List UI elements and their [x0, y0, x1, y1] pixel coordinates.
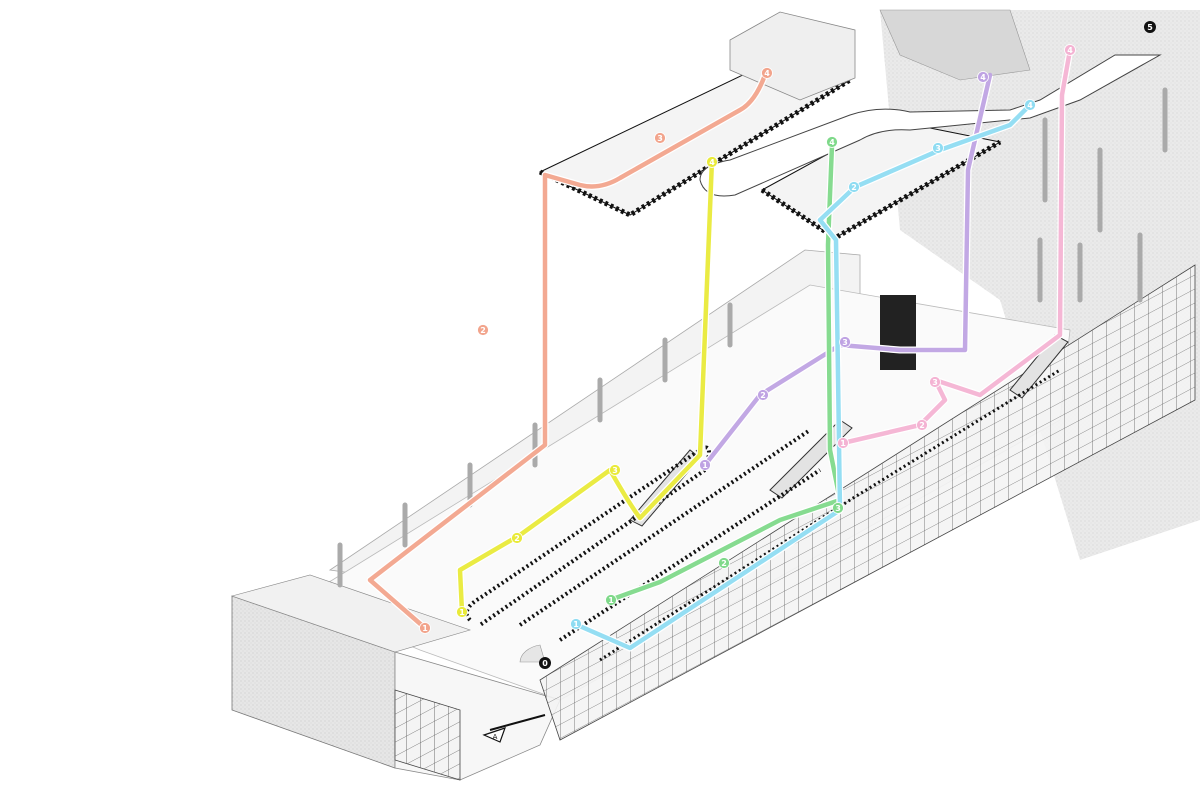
- route-yellow-marker-label: 3: [612, 466, 618, 475]
- route-yellow-marker-dot: [706, 156, 718, 168]
- queue-barrier-d: [599, 368, 1061, 662]
- route-green-marker-label: 4: [829, 138, 835, 147]
- route-salmon-marker-dot: [477, 324, 489, 336]
- route-salmon-marker-1: 1: [419, 622, 431, 634]
- route-green-marker-1: 1: [605, 594, 617, 606]
- queue-barrier-b: [518, 428, 812, 627]
- route-markers: 1 2 3 4 1 2 3 4 1 2 3 4 1 2 3 4 1 2 3 4 1 2 3 4: [419, 44, 1076, 634]
- route-purple-marker-label: 3: [842, 338, 848, 347]
- route-cyan-marker-1: 1: [570, 618, 582, 630]
- route-salmon-marker-label: 3: [657, 134, 663, 143]
- route-yellow-marker-label: 2: [514, 534, 520, 543]
- route-pink-marker-dot: [929, 376, 941, 388]
- route-salmon-marker-label: 4: [764, 69, 770, 78]
- connecting-bridge: [699, 54, 1162, 197]
- route-cyan-marker-4: 4: [1024, 99, 1036, 111]
- vertical-core: [880, 295, 916, 370]
- route-cyan-marker-dot: [570, 618, 582, 630]
- route-purple-marker-1: 1: [699, 459, 711, 471]
- route-green-marker-dot: [832, 502, 844, 514]
- route-purple-marker-label: 2: [760, 391, 766, 400]
- route-salmon-path: [367, 72, 768, 631]
- route-yellow-marker-4: 4: [706, 156, 718, 168]
- route-purple-marker-dot: [839, 336, 851, 348]
- route-salmon-marker-dot: [419, 622, 431, 634]
- route-pink-marker-dot: [916, 419, 928, 431]
- route-purple-marker-2: 2: [757, 389, 769, 401]
- route-salmon-marker-label: 1: [422, 624, 428, 633]
- route-salmon-marker-4: 4: [761, 67, 773, 79]
- route-yellow-marker-dot: [456, 606, 468, 618]
- route-pink-marker-4: 4: [1064, 44, 1076, 56]
- route-green-marker-3: 3: [832, 502, 844, 514]
- route-salmon-marker-dot: [654, 132, 666, 144]
- queue-barrier-c: [558, 468, 822, 642]
- columns: [337, 87, 1168, 588]
- section-marker: A: [482, 727, 506, 743]
- route-yellow-path: [457, 157, 715, 615]
- route-pink-marker-dot: [837, 437, 849, 449]
- end-point-label: 5: [1147, 23, 1153, 32]
- route-yellow-marker-label: 1: [459, 608, 465, 617]
- route-green-marker-2: 2: [718, 557, 730, 569]
- route-purple-marker-dot: [699, 459, 711, 471]
- route-purple-marker-label: 4: [980, 73, 986, 82]
- route-cyan-marker-dot: [848, 181, 860, 193]
- route-green-marker-dot: [605, 594, 617, 606]
- route-purple-marker-4: 4: [977, 71, 989, 83]
- route-cyan-marker-label: 4: [1027, 101, 1033, 110]
- route-pink-marker-3: 3: [929, 376, 941, 388]
- route-cyan-marker-2: 2: [848, 181, 860, 193]
- route-yellow-marker-dot: [511, 532, 523, 544]
- route-pink-marker-label: 1: [840, 439, 846, 448]
- route-yellow-marker-label: 4: [709, 158, 715, 167]
- route-purple-marker-3: 3: [839, 336, 851, 348]
- front-window-grid: [394, 689, 461, 781]
- start-point-label: 0: [542, 659, 548, 668]
- route-green-marker-label: 2: [721, 559, 727, 568]
- route-cyan-marker-dot: [1024, 99, 1036, 111]
- route-salmon-marker-dot: [761, 67, 773, 79]
- route-purple-marker-label: 1: [702, 461, 708, 470]
- route-green-marker-4: 4: [826, 136, 838, 148]
- start-point-marker: 0: [519, 644, 551, 669]
- route-yellow-marker-1: 1: [456, 606, 468, 618]
- route-salmon-marker-3: 3: [654, 132, 666, 144]
- route-purple-marker-dot: [757, 389, 769, 401]
- route-cyan-marker-label: 2: [851, 183, 857, 192]
- route-green-marker-dot: [826, 136, 838, 148]
- route-pink-marker-label: 2: [919, 421, 925, 430]
- route-yellow-marker-3: 3: [609, 464, 621, 476]
- route-pink-marker-label: 3: [932, 378, 938, 387]
- route-cyan-path: [572, 102, 1033, 651]
- section-marker-label: A: [493, 733, 498, 741]
- route-cyan-marker-dot: [932, 142, 944, 154]
- route-cyan-marker-label: 1: [573, 620, 579, 629]
- route-pink-marker-dot: [1064, 44, 1076, 56]
- route-pink-marker-1: 1: [837, 437, 849, 449]
- route-salmon-marker-2: 2: [477, 324, 489, 336]
- route-cyan-marker-label: 3: [935, 144, 941, 153]
- tower-block: [879, 9, 1031, 81]
- end-point-marker: 5: [1144, 21, 1156, 33]
- route-green-marker-dot: [718, 557, 730, 569]
- route-yellow-marker-dot: [609, 464, 621, 476]
- route-green-marker-label: 3: [835, 504, 841, 513]
- route-yellow-marker-2: 2: [511, 532, 523, 544]
- route-salmon-marker-label: 2: [480, 326, 486, 335]
- route-green-marker-label: 1: [608, 596, 614, 605]
- route-purple-marker-dot: [977, 71, 989, 83]
- entrance-arrow: [489, 714, 546, 731]
- front-plinth-top: [230, 574, 471, 653]
- route-pink-marker-label: 4: [1067, 46, 1073, 55]
- route-cyan-marker-3: 3: [932, 142, 944, 154]
- route-pink-marker-2: 2: [916, 419, 928, 431]
- upper-platform-left-edge: [538, 77, 852, 218]
